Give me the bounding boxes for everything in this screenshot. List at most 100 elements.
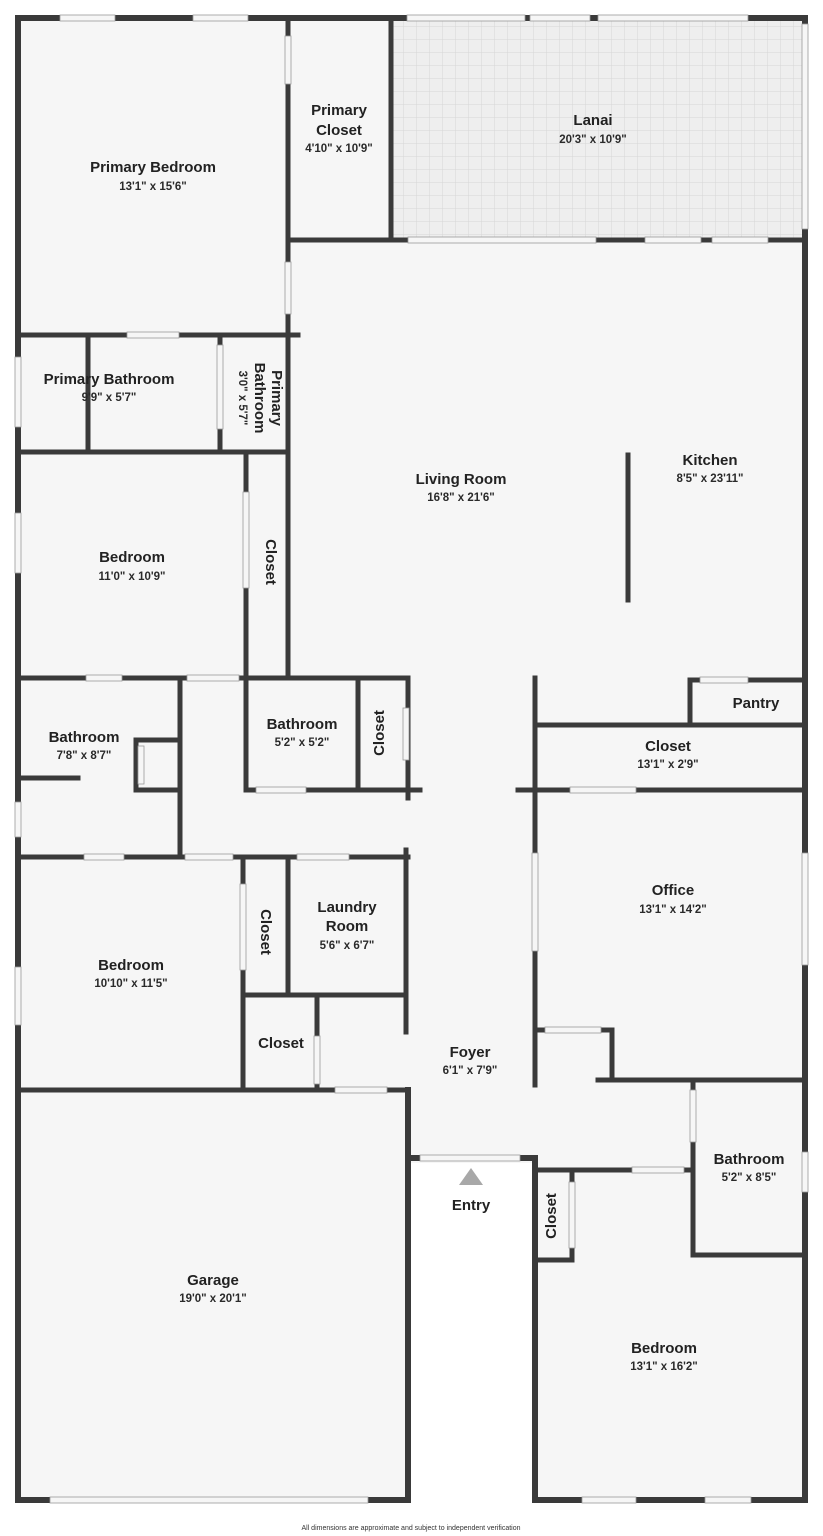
- closet-bedroom-4-label: Closet: [543, 1193, 560, 1239]
- room-name-garage: Garage: [187, 1272, 239, 1289]
- door: [126, 331, 180, 339]
- room-name-primary-bathroom: Primary Bathroom: [44, 371, 175, 388]
- room-name-closet-bedroom-3: Closet: [257, 909, 274, 955]
- room-name-closet-kitchen: Closet: [645, 738, 691, 755]
- room-name-bedroom-2: Bedroom: [99, 549, 165, 566]
- closet-center-label: Closet: [371, 710, 388, 756]
- entry-door: [419, 1154, 521, 1162]
- entry-arrow-icon: [459, 1168, 483, 1185]
- door: [284, 261, 292, 315]
- room-dims-bedroom-4: 13'1" x 16'2": [630, 1361, 698, 1373]
- entry-label: Entry: [452, 1197, 491, 1214]
- window: [801, 23, 809, 230]
- primary-bathroom-small-label: Primary Bathroom 3'0" x 5'7": [236, 363, 285, 434]
- room-labels: Primary Bedroom 13'1" x 15'6" Primary Cl…: [44, 102, 785, 1373]
- window: [14, 356, 22, 428]
- room-name-primary-bathroom-small-line1: Primary: [268, 370, 285, 427]
- window: [711, 236, 769, 244]
- room-name-closet-bedroom-4: Closet: [543, 1193, 560, 1239]
- window: [801, 852, 809, 966]
- room-dims-bedroom-2: 11'0" x 10'9": [99, 571, 166, 583]
- window: [704, 1496, 752, 1504]
- room-name-pantry: Pantry: [733, 695, 780, 712]
- door: [184, 853, 234, 861]
- room-name-bathroom-center: Bathroom: [267, 716, 338, 733]
- opening: [407, 236, 597, 244]
- room-dims-office: 13'1" x 14'2": [639, 904, 707, 916]
- door: [313, 1035, 321, 1085]
- room-name-primary-closet-line1: Primary: [311, 102, 368, 119]
- window: [49, 1496, 369, 1504]
- window: [529, 14, 591, 22]
- door: [255, 786, 307, 794]
- closet-bedroom-3-label: Closet: [257, 909, 274, 955]
- window: [406, 14, 526, 22]
- room-name-foyer: Foyer: [450, 1044, 491, 1061]
- room-name-closet-center: Closet: [371, 710, 388, 756]
- window: [192, 14, 249, 22]
- room-name-laundry-room-line2: Room: [326, 918, 369, 935]
- room-dims-foyer: 6'1" x 7'9": [443, 1065, 498, 1077]
- closet-bedroom-2-label: Closet: [262, 539, 279, 585]
- room-name-bathroom-left: Bathroom: [49, 729, 120, 746]
- room-name-kitchen: Kitchen: [682, 452, 737, 469]
- window: [644, 236, 702, 244]
- room-name-laundry-room-line1: Laundry: [317, 899, 377, 916]
- room-dims-primary-closet: 4'10" x 10'9": [305, 143, 373, 155]
- door: [631, 1166, 685, 1174]
- window: [14, 512, 22, 574]
- door: [85, 674, 123, 682]
- room-dims-bathroom-center: 5'2" x 5'2": [275, 737, 330, 749]
- door: [689, 1089, 697, 1143]
- door: [544, 1026, 602, 1034]
- door: [334, 1086, 388, 1094]
- disclaimer-text: All dimensions are approximate and subje…: [301, 1525, 520, 1532]
- window: [801, 1151, 809, 1193]
- lanai-floor: [393, 18, 805, 240]
- room-dims-primary-bathroom: 9'9" x 5'7": [82, 392, 137, 404]
- door: [402, 707, 410, 761]
- room-dims-bathroom-left: 7'8" x 8'7": [57, 750, 112, 762]
- door: [186, 674, 240, 682]
- room-name-closet-bedroom-2: Closet: [262, 539, 279, 585]
- window: [14, 966, 22, 1026]
- room-name-primary-closet-line2: Closet: [316, 122, 362, 139]
- door: [296, 853, 350, 861]
- room-dims-bedroom-3: 10'10" x 11'5": [94, 978, 167, 990]
- room-name-bedroom-4: Bedroom: [631, 1340, 697, 1357]
- room-name-primary-bedroom: Primary Bedroom: [90, 159, 216, 176]
- room-dims-lanai: 20'3" x 10'9": [559, 134, 627, 146]
- door: [568, 1181, 576, 1249]
- door: [284, 35, 292, 85]
- door: [699, 676, 749, 684]
- room-dims-primary-bathroom-small: 3'0" x 5'7": [236, 371, 248, 426]
- window: [581, 1496, 637, 1504]
- window: [14, 801, 22, 838]
- room-dims-closet-kitchen: 13'1" x 2'9": [637, 759, 698, 771]
- room-dims-primary-bedroom: 13'1" x 15'6": [119, 181, 187, 193]
- door: [239, 883, 247, 971]
- window: [597, 14, 749, 22]
- openings: [14, 14, 809, 1504]
- room-name-living-room: Living Room: [416, 471, 507, 488]
- room-name-office: Office: [652, 882, 695, 899]
- door: [569, 786, 637, 794]
- room-name-lanai: Lanai: [573, 112, 612, 129]
- room-dims-living-room: 16'8" x 21'6": [427, 492, 495, 504]
- room-dims-laundry-room: 5'6" x 6'7": [320, 940, 375, 952]
- room-dims-bathroom-right: 5'2" x 8'5": [722, 1172, 777, 1184]
- door: [531, 852, 539, 952]
- room-dims-kitchen: 8'5" x 23'11": [677, 473, 744, 485]
- room-name-bathroom-right: Bathroom: [714, 1151, 785, 1168]
- door: [83, 853, 125, 861]
- room-name-closet-foyer: Closet: [258, 1035, 304, 1052]
- window: [59, 14, 116, 22]
- room-name-bedroom-3: Bedroom: [98, 957, 164, 974]
- door: [137, 745, 145, 785]
- room-dims-garage: 19'0" x 20'1": [179, 1293, 247, 1305]
- floor-areas: [18, 18, 805, 1500]
- room-name-primary-bathroom-small-line2: Bathroom: [251, 363, 268, 434]
- door: [242, 491, 250, 589]
- door: [216, 344, 224, 430]
